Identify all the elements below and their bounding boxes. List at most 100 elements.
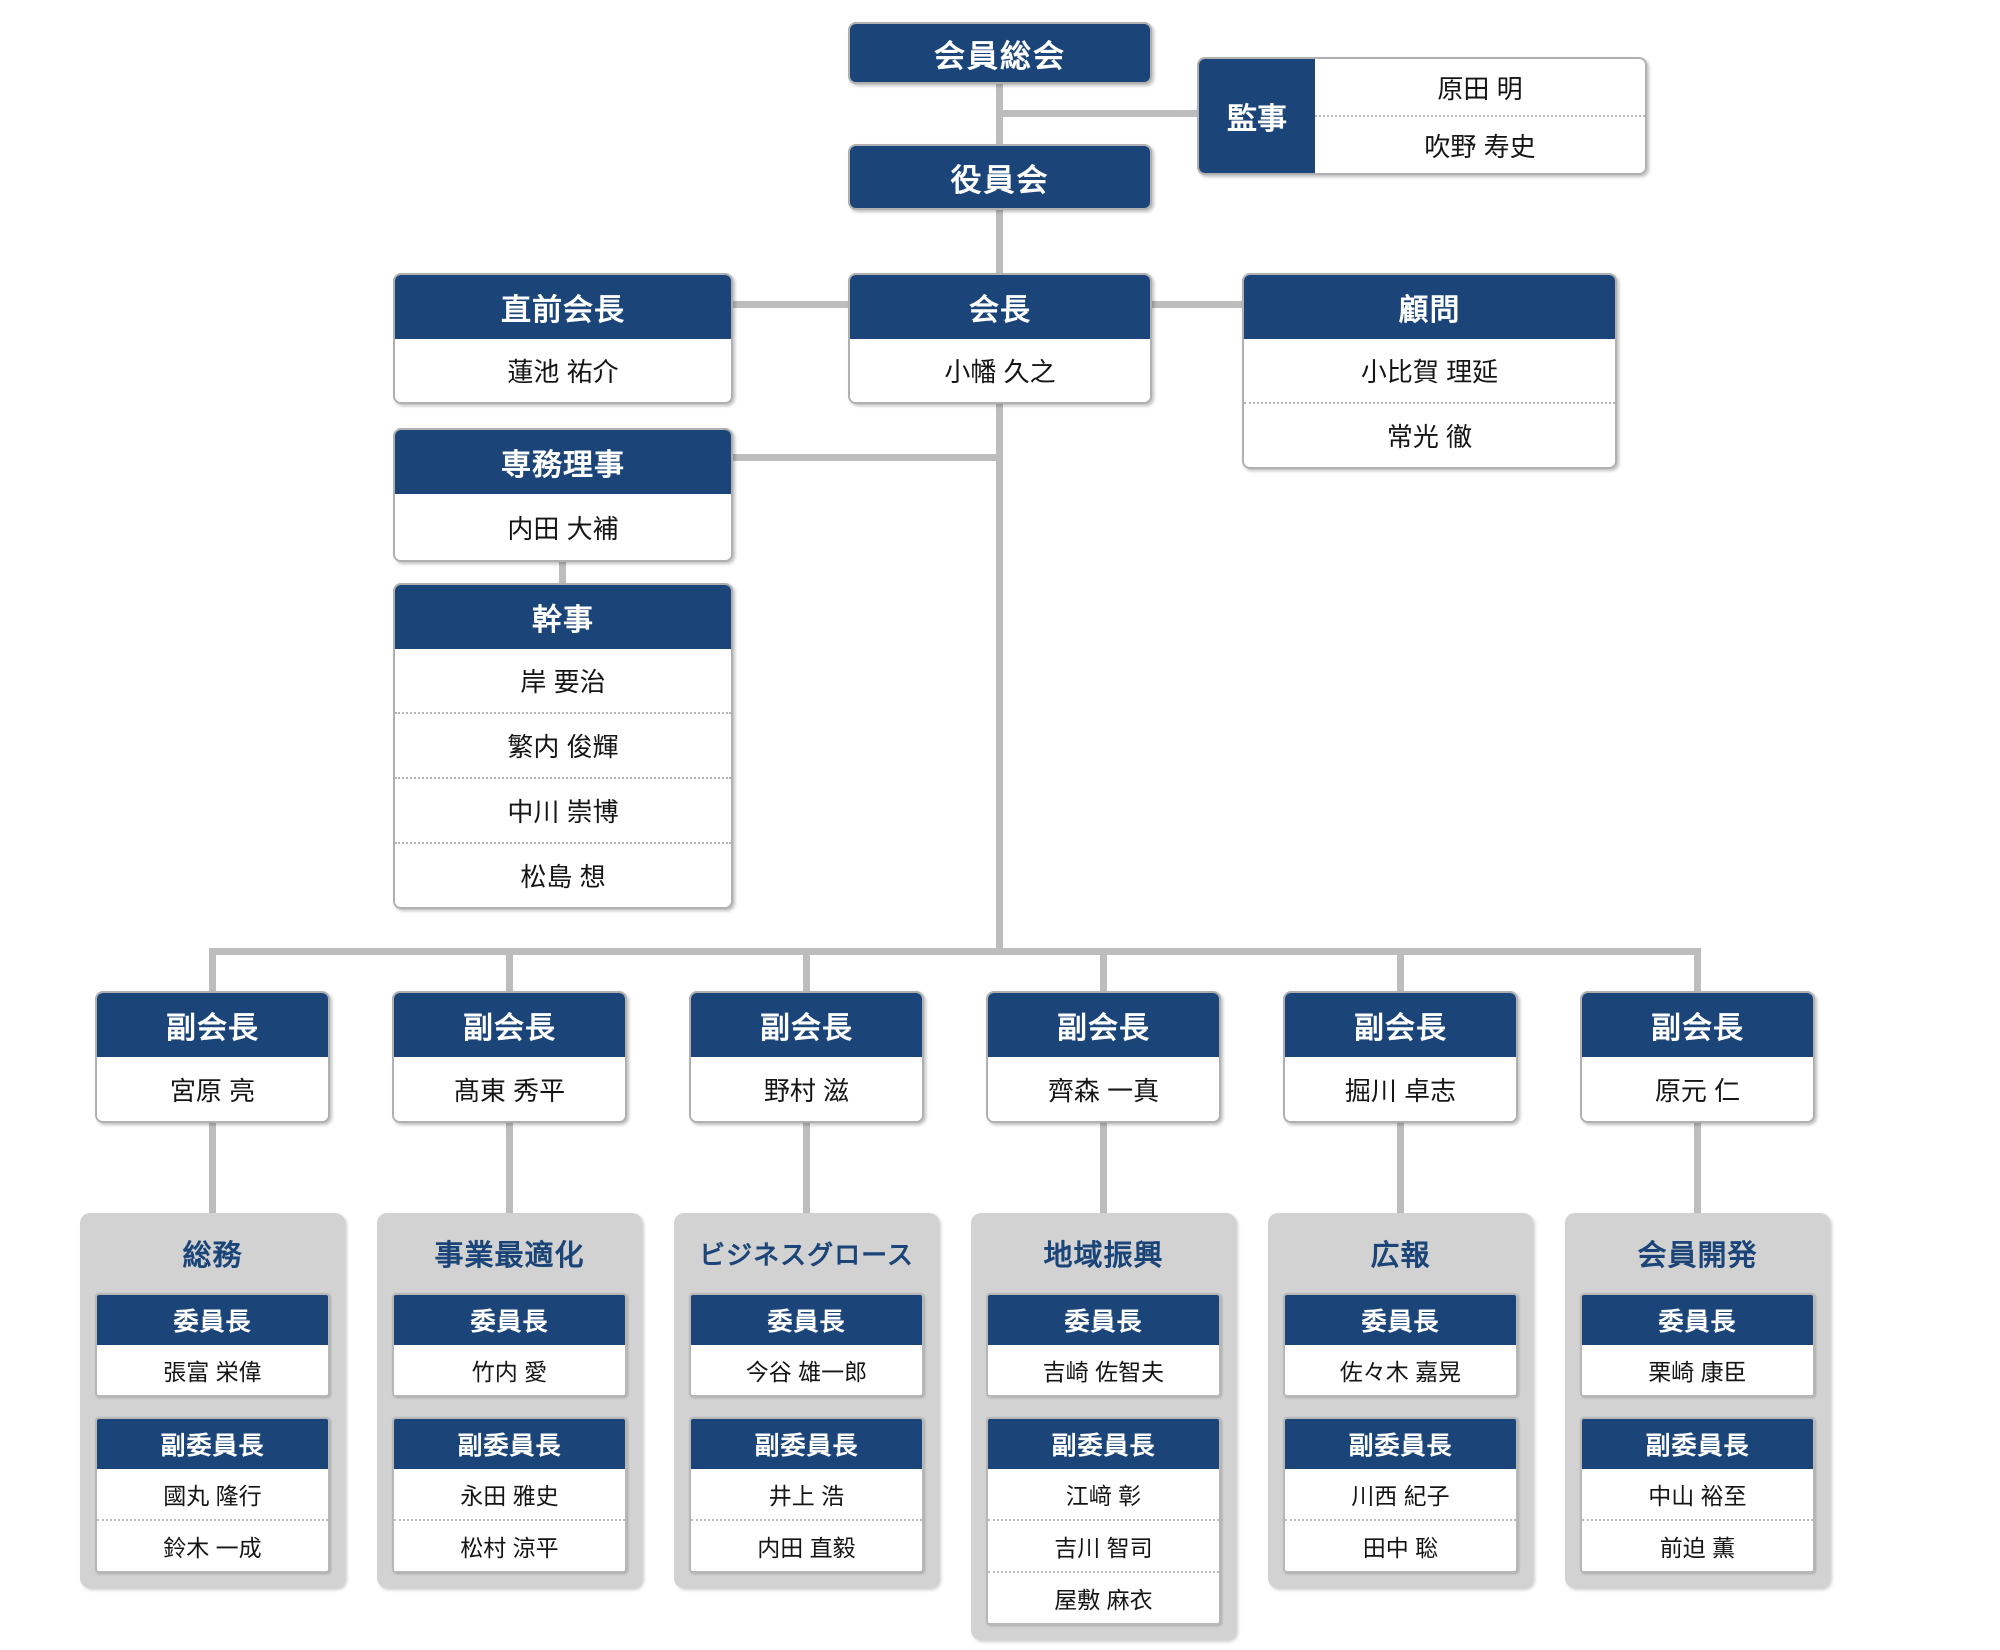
vice-chair-title: 副委員長 [1582, 1419, 1813, 1469]
committee-business-growth: ビジネスグロース 委員長 今谷 雄一郎 副委員長 井上 浩 内田 直毅 [674, 1213, 939, 1588]
committee-title: 会員開発 [1637, 1240, 1758, 1272]
vice-president-title: 副会長 [1582, 993, 1813, 1057]
committee-title: 事業最適化 [434, 1240, 585, 1272]
advisors-title: 顧問 [1244, 275, 1615, 339]
auditors-title: 監事 [1199, 59, 1315, 173]
vice-president-title: 副会長 [988, 993, 1219, 1057]
chair-box: 委員長 今谷 雄一郎 [689, 1293, 924, 1397]
member-name: 野村 滋 [691, 1057, 922, 1121]
vice-president-box-3: 副会長 野村 滋 [689, 991, 924, 1123]
connector-committee-drop-1 [209, 1117, 216, 1215]
member-name: 吹野 寿史 [1315, 115, 1645, 173]
member-name: 江﨑 彰 [988, 1469, 1219, 1519]
connector-president-advisors [1150, 301, 1242, 308]
committee-koho: 広報 委員長 佐々木 嘉晃 副委員長 川西 紀子 田中 聡 [1268, 1213, 1533, 1588]
vice-president-title: 副会長 [1285, 993, 1516, 1057]
executive-director-box: 専務理事 内田 大補 [393, 428, 733, 562]
member-name: 岸 要治 [395, 649, 731, 712]
chair-box: 委員長 張富 栄偉 [95, 1293, 330, 1397]
connector-committee-drop-6 [1694, 1117, 1701, 1215]
board-box: 役員会 [848, 144, 1152, 210]
member-name: 今谷 雄一郎 [691, 1345, 922, 1395]
auditors-members: 原田 明 吹野 寿史 [1315, 59, 1645, 173]
vice-president-box-6: 副会長 原元 仁 [1580, 991, 1815, 1123]
immediate-past-president-box: 直前会長 蓮池 祐介 [393, 273, 733, 404]
member-name: 張富 栄偉 [97, 1345, 328, 1395]
chair-box: 委員長 竹内 愛 [392, 1293, 627, 1397]
connector-committee-drop-4 [1100, 1117, 1107, 1215]
vice-president-box-1: 副会長 宮原 亮 [95, 991, 330, 1123]
vice-chair-title: 副委員長 [988, 1419, 1219, 1469]
connector-distribution [209, 948, 1701, 955]
connector-president-trunk [996, 400, 1003, 955]
member-name: 齊森 一真 [988, 1057, 1219, 1121]
connector-executive-branch [731, 454, 999, 461]
connector-auditors-branch [999, 110, 1199, 117]
connector-vp-drop-3 [803, 955, 810, 993]
committee-kaiin-kaihatsu: 会員開発 委員長 栗崎 康臣 副委員長 中山 裕至 前迫 薫 [1565, 1213, 1830, 1588]
member-name: 栗崎 康臣 [1582, 1345, 1813, 1395]
committee-jigyo-saitekika: 事業最適化 委員長 竹内 愛 副委員長 永田 雅史 松村 涼平 [377, 1213, 642, 1588]
committee-somu: 総務 委員長 張富 栄偉 副委員長 國丸 隆行 鈴木 一成 [80, 1213, 345, 1588]
chair-title: 委員長 [691, 1295, 922, 1345]
chair-title: 委員長 [1285, 1295, 1516, 1345]
committee-title: 広報 [1370, 1240, 1431, 1272]
vice-chair-box: 副委員長 江﨑 彰 吉川 智司 屋敷 麻衣 [986, 1417, 1221, 1625]
member-name: 小幡 久之 [850, 339, 1150, 402]
connector-committee-drop-3 [803, 1117, 810, 1215]
member-name: 永田 雅史 [394, 1469, 625, 1519]
connector-vp-drop-1 [209, 955, 216, 993]
vice-president-title: 副会長 [394, 993, 625, 1057]
president-title: 会長 [850, 275, 1150, 339]
connector-vp-drop-5 [1397, 955, 1404, 993]
vice-president-title: 副会長 [691, 993, 922, 1057]
member-name: 川西 紀子 [1285, 1469, 1516, 1519]
chair-box: 委員長 栗崎 康臣 [1580, 1293, 1815, 1397]
member-name: 常光 徹 [1244, 402, 1615, 467]
committee-title: 地域振興 [1043, 1240, 1164, 1272]
connector-vp-drop-4 [1100, 955, 1107, 993]
connector-pastpresident-president [730, 301, 850, 308]
secretaries-box: 幹事 岸 要治 繁内 俊輝 中川 崇博 松島 想 [393, 583, 733, 909]
member-name: 内田 大補 [395, 494, 731, 560]
committee-title: 総務 [182, 1240, 243, 1272]
vice-chair-box: 副委員長 國丸 隆行 鈴木 一成 [95, 1417, 330, 1573]
member-name: 繁内 俊輝 [395, 712, 731, 777]
chair-title: 委員長 [1582, 1295, 1813, 1345]
secretaries-title: 幹事 [395, 585, 731, 649]
member-name: 前迫 薫 [1582, 1519, 1813, 1571]
vice-chair-title: 副委員長 [394, 1419, 625, 1469]
vice-chair-title: 副委員長 [1285, 1419, 1516, 1469]
member-name: 原田 明 [1315, 59, 1645, 115]
member-name: 吉川 智司 [988, 1519, 1219, 1571]
member-name: 國丸 隆行 [97, 1469, 328, 1519]
connector-vp-drop-2 [506, 955, 513, 993]
chair-box: 委員長 佐々木 嘉晃 [1283, 1293, 1518, 1397]
member-name: 中山 裕至 [1582, 1469, 1813, 1519]
vice-chair-box: 副委員長 中山 裕至 前迫 薫 [1580, 1417, 1815, 1573]
member-name: 蓮池 祐介 [395, 339, 731, 402]
member-name: 小比賀 理延 [1244, 339, 1615, 402]
member-name: 髙東 秀平 [394, 1057, 625, 1121]
vice-president-box-4: 副会長 齊森 一真 [986, 991, 1221, 1123]
advisors-box: 顧問 小比賀 理延 常光 徹 [1242, 273, 1617, 469]
member-name: 鈴木 一成 [97, 1519, 328, 1571]
vice-chair-title: 副委員長 [691, 1419, 922, 1469]
member-name: 松島 想 [395, 842, 731, 907]
chair-title: 委員長 [988, 1295, 1219, 1345]
immediate-past-president-title: 直前会長 [395, 275, 731, 339]
president-box: 会長 小幡 久之 [848, 273, 1152, 404]
committee-chiiki-shinko: 地域振興 委員長 吉崎 佐智夫 副委員長 江﨑 彰 吉川 智司 屋敷 麻衣 [971, 1213, 1236, 1640]
member-name: 掘川 卓志 [1285, 1057, 1516, 1121]
vice-president-title: 副会長 [97, 993, 328, 1057]
vice-president-box-5: 副会長 掘川 卓志 [1283, 991, 1518, 1123]
connector-executive-secretaries [559, 556, 566, 585]
member-name: 原元 仁 [1582, 1057, 1813, 1121]
member-name: 宮原 亮 [97, 1057, 328, 1121]
member-name: 松村 涼平 [394, 1519, 625, 1571]
member-name: 吉崎 佐智夫 [988, 1345, 1219, 1395]
member-name: 佐々木 嘉晃 [1285, 1345, 1516, 1395]
member-name: 屋敷 麻衣 [988, 1571, 1219, 1623]
vice-chair-box: 副委員長 永田 雅史 松村 涼平 [392, 1417, 627, 1573]
